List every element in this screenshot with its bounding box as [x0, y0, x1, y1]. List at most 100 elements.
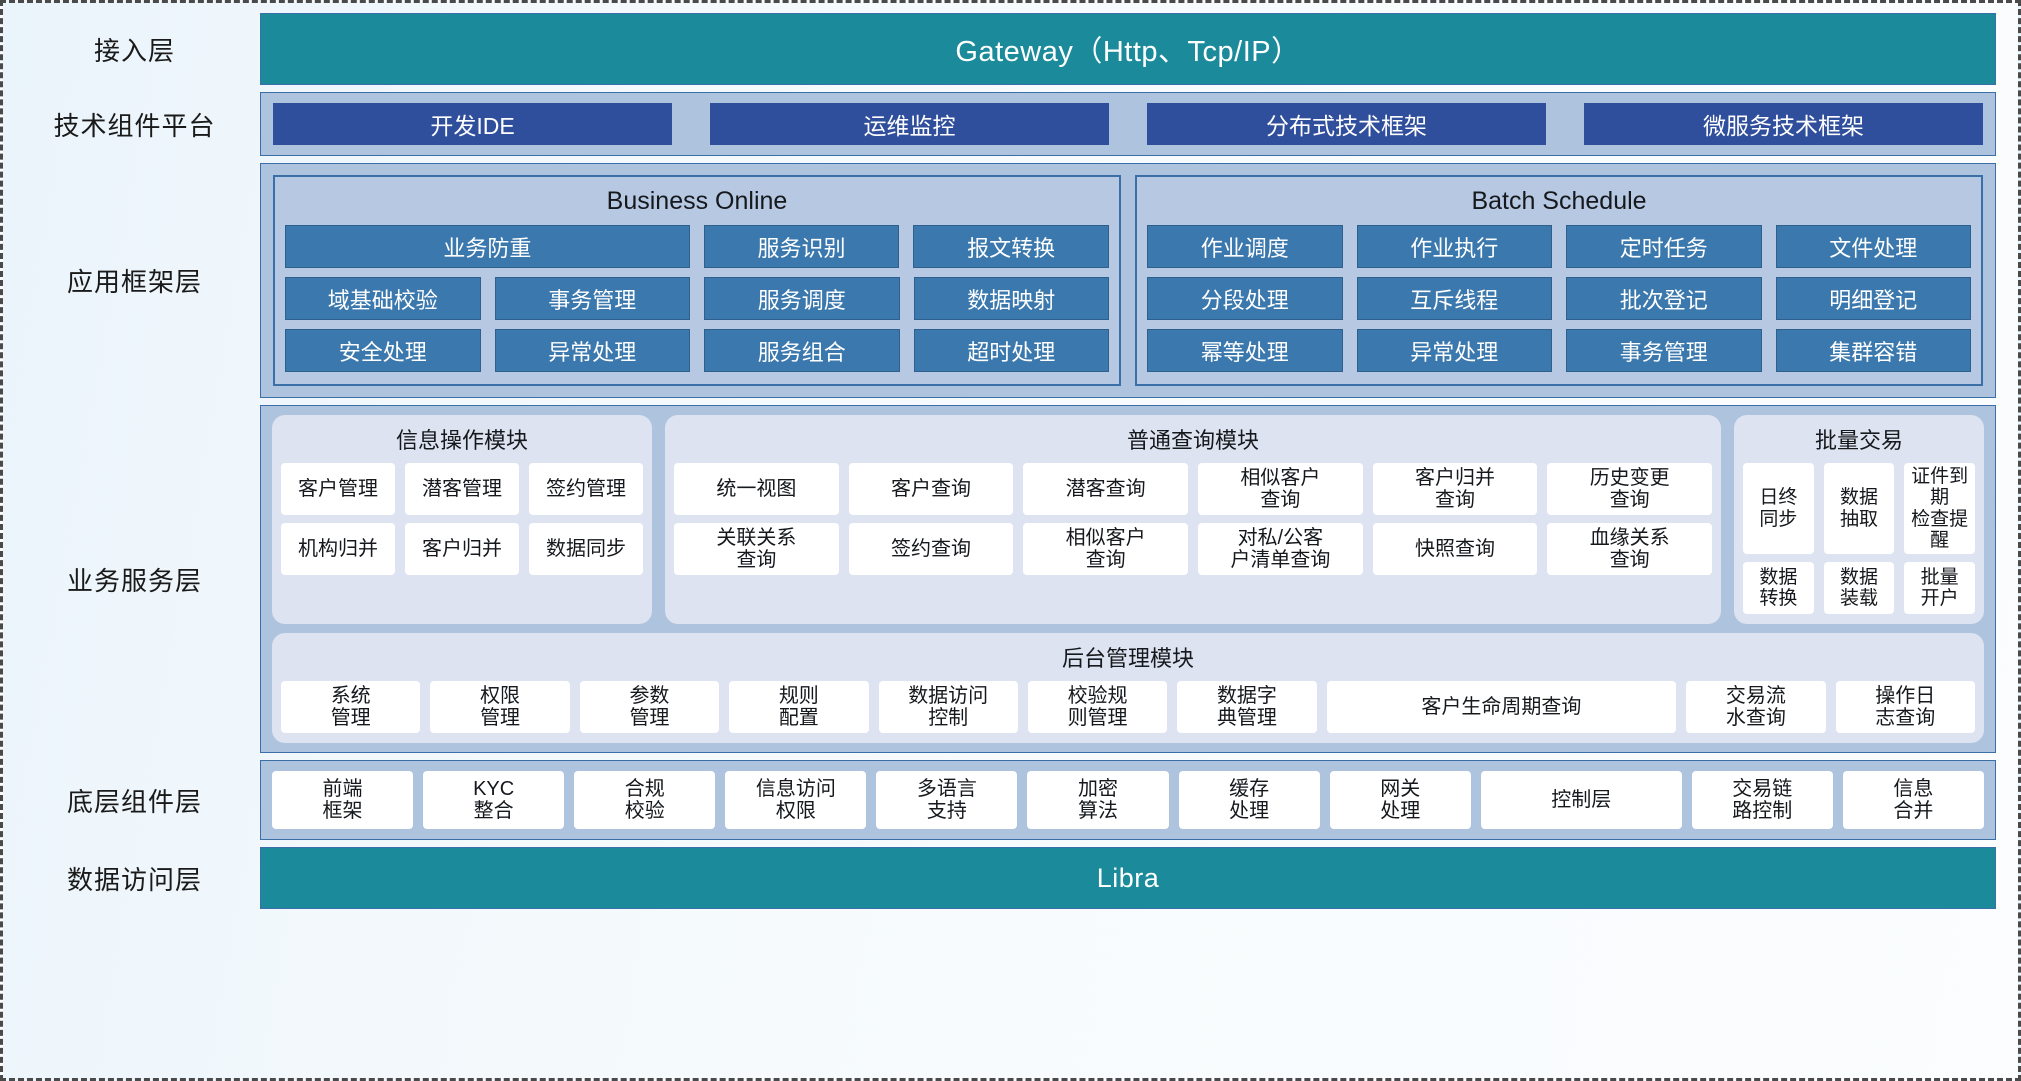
- data-access-body: Libra: [260, 847, 1996, 910]
- cell-validation-rule-mgmt[interactable]: 校验规 则管理: [1027, 681, 1168, 734]
- fw-row: 业务防重 服务识别 报文转换: [285, 225, 1109, 268]
- fw-cell-data-mapping[interactable]: 数据映射: [913, 277, 1109, 320]
- cell-data-dictionary-mgmt[interactable]: 数据字 典管理: [1177, 681, 1317, 734]
- cell-control-layer[interactable]: 控制层: [1480, 771, 1682, 830]
- cell-transaction-chain-control[interactable]: 交易链 路控制: [1691, 771, 1833, 830]
- fw-cell-business-dedup[interactable]: 业务防重: [285, 225, 690, 268]
- cell-batch-account-open[interactable]: 批量 开户: [1904, 562, 1976, 615]
- layer-label-app-framework: 应用框架层: [66, 267, 202, 297]
- cell-operation-log-query[interactable]: 操作日 志查询: [1835, 681, 1975, 734]
- cell-certificate-expiry-reminder[interactable]: 证件到期 检查提醒: [1904, 463, 1976, 555]
- cell-info-merge[interactable]: 信息 合并: [1842, 771, 1984, 830]
- cell-system-mgmt[interactable]: 系统 管理: [281, 681, 421, 734]
- cell-lineage-query[interactable]: 血缘关系 查询: [1547, 523, 1713, 575]
- cell-org-merge[interactable]: 机构归并: [281, 523, 395, 575]
- cell-contract-mgmt[interactable]: 签约管理: [529, 463, 643, 515]
- cell-encryption-algorithm[interactable]: 加密 算法: [1027, 771, 1169, 830]
- panel-business-online: Business Online 业务防重 服务识别 报文转换 域基础校验 事务管…: [273, 175, 1121, 386]
- cell-permission-mgmt[interactable]: 权限 管理: [430, 681, 570, 734]
- layer-row-tech-platform: 技术组件平台 开发IDE 运维监控 分布式技术框架 微服务技术框架: [15, 92, 1996, 156]
- fw-cell-job-execute[interactable]: 作业执行: [1356, 225, 1552, 268]
- fw-cell-transaction-mgmt[interactable]: 事务管理: [494, 277, 690, 320]
- fw-cell-exception-process-batch[interactable]: 异常处理: [1356, 329, 1552, 372]
- fw-row: 域基础校验 事务管理 服务调度 数据映射: [285, 277, 1109, 320]
- fw-cell-batch-register[interactable]: 批次登记: [1566, 277, 1762, 320]
- tech-chip-distributed-framework[interactable]: 分布式技术框架: [1147, 103, 1546, 145]
- business-service-body: 信息操作模块 客户管理 潜客管理 签约管理 机构归并 客户归并 数据同步: [260, 405, 1996, 754]
- cell-prospect-mgmt[interactable]: 潜客管理: [405, 463, 519, 515]
- panel-batch-schedule: Batch Schedule 作业调度 作业执行 定时任务 文件处理 分段处理 …: [1135, 175, 1983, 386]
- layer-label-access: 接入层: [93, 35, 175, 66]
- cell-customer-merge-query[interactable]: 客户归并 查询: [1372, 463, 1538, 515]
- cell-customer-lifecycle-query[interactable]: 客户生命周期查询: [1326, 681, 1677, 734]
- cell-similar-customer-query-2[interactable]: 相似客户 查询: [1023, 523, 1189, 575]
- tech-chip-ops-monitor[interactable]: 运维监控: [710, 103, 1109, 145]
- cell-data-access-control[interactable]: 数据访问 控制: [878, 681, 1018, 734]
- tech-platform-body: 开发IDE 运维监控 分布式技术框架 微服务技术框架: [260, 92, 1996, 156]
- module-row: 机构归并 客户归并 数据同步: [281, 523, 643, 575]
- gateway-bar[interactable]: Gateway（Http、Tcp/IP）: [260, 13, 1996, 85]
- fw-cell-security-process[interactable]: 安全处理: [285, 329, 481, 372]
- fw-row: 安全处理 异常处理 服务组合 超时处理: [285, 329, 1109, 372]
- cell-kyc-integration[interactable]: KYC 整合: [423, 771, 565, 830]
- cell-info-access-permission[interactable]: 信息访问 权限: [725, 771, 867, 830]
- module-title-batch-transaction: 批量交易: [1814, 428, 1903, 453]
- module-row: 关联关系 查询 签约查询 相似客户 查询 对私/公客 户清单查询 快照查询 血缘…: [674, 523, 1713, 575]
- cell-customer-merge[interactable]: 客户归并: [405, 523, 519, 575]
- fw-cell-exception-process-online[interactable]: 异常处理: [494, 329, 690, 372]
- layer-row-business-service: 业务服务层 信息操作模块 客户管理 潜客管理 签约管理: [15, 405, 1996, 754]
- cell-relation-query[interactable]: 关联关系 查询: [674, 523, 839, 575]
- cell-frontend-framework[interactable]: 前端 框架: [272, 771, 414, 830]
- cell-private-public-customer-list-query[interactable]: 对私/公客 户清单查询: [1198, 523, 1363, 575]
- layer-row-app-framework: 应用框架层 Business Online 业务防重 服务识别 报文转换 域基础…: [15, 163, 1996, 398]
- libra-bar[interactable]: Libra: [260, 847, 1996, 910]
- fw-cell-mutex-thread[interactable]: 互斥线程: [1356, 277, 1552, 320]
- fw-cell-job-schedule[interactable]: 作业调度: [1147, 225, 1343, 268]
- cell-gateway-processing[interactable]: 网关 处理: [1329, 771, 1471, 830]
- cell-compliance-check[interactable]: 合规 校验: [574, 771, 716, 830]
- fw-cell-timeout-process[interactable]: 超时处理: [913, 329, 1109, 372]
- cell-data-load[interactable]: 数据 装载: [1823, 562, 1895, 615]
- cell-customer-mgmt[interactable]: 客户管理: [281, 463, 395, 515]
- bottom-components-row: 前端 框架 KYC 整合 合规 校验 信息访问 权限 多语言 支持 加密 算法 …: [272, 771, 1984, 830]
- cell-eod-sync[interactable]: 日终 同步: [1743, 463, 1814, 555]
- fw-cell-service-compose[interactable]: 服务组合: [704, 329, 900, 372]
- tech-chip-microservice-framework[interactable]: 微服务技术框架: [1584, 103, 1983, 145]
- fw-cell-service-identify[interactable]: 服务识别: [703, 225, 900, 268]
- cell-snapshot-query[interactable]: 快照查询: [1372, 523, 1538, 575]
- fw-cell-file-process[interactable]: 文件处理: [1775, 225, 1971, 268]
- fw-cell-service-schedule[interactable]: 服务调度: [704, 277, 900, 320]
- grid-batch-schedule: 作业调度 作业执行 定时任务 文件处理 分段处理 互斥线程 批次登记 明细登记: [1147, 225, 1971, 372]
- tech-chip-ide[interactable]: 开发IDE: [273, 103, 672, 145]
- fw-cell-detail-register[interactable]: 明细登记: [1775, 277, 1971, 320]
- cell-data-sync[interactable]: 数据同步: [529, 523, 643, 575]
- fw-cell-timed-task[interactable]: 定时任务: [1566, 225, 1762, 268]
- cell-contract-query[interactable]: 签约查询: [848, 523, 1014, 575]
- cell-multilingual-support[interactable]: 多语言 支持: [876, 771, 1018, 830]
- cell-prospect-query[interactable]: 潜客查询: [1023, 463, 1189, 515]
- cell-cache-processing[interactable]: 缓存 处理: [1178, 771, 1320, 830]
- fw-cell-transaction-mgmt-batch[interactable]: 事务管理: [1566, 329, 1762, 372]
- fw-cell-message-transform[interactable]: 报文转换: [913, 225, 1109, 268]
- layer-row-bottom-components: 底层组件层 前端 框架 KYC 整合 合规 校验 信息访问 权限 多语言 支持 …: [15, 760, 1996, 841]
- cell-data-extract[interactable]: 数据 抽取: [1823, 463, 1895, 555]
- module-batch-transaction: 批量交易 日终 同步 数据 抽取 证件到期 检查提醒 数据 转换 数据 装载 批…: [1734, 415, 1984, 625]
- module-row: 客户管理 潜客管理 签约管理: [281, 463, 643, 515]
- cell-similar-customer-query[interactable]: 相似客户 查询: [1198, 463, 1363, 515]
- module-grid-info-operation: 客户管理 潜客管理 签约管理 机构归并 客户归并 数据同步: [281, 463, 643, 575]
- module-row: 日终 同步 数据 抽取 证件到期 检查提醒: [1743, 463, 1976, 555]
- cell-customer-query[interactable]: 客户查询: [848, 463, 1014, 515]
- cell-rule-config[interactable]: 规则 配置: [729, 681, 869, 734]
- module-row: 统一视图 客户查询 潜客查询 相似客户 查询 客户归并 查询 历史变更 查询: [674, 463, 1713, 515]
- cell-data-transform[interactable]: 数据 转换: [1743, 562, 1814, 615]
- business-service-modules-row: 信息操作模块 客户管理 潜客管理 签约管理 机构归并 客户归并 数据同步: [272, 415, 1984, 625]
- fw-cell-cluster-fault-tolerance[interactable]: 集群容错: [1775, 329, 1971, 372]
- fw-cell-segment-process[interactable]: 分段处理: [1147, 277, 1343, 320]
- cell-history-change-query[interactable]: 历史变更 查询: [1547, 463, 1713, 515]
- cell-transaction-flow-query[interactable]: 交易流 水查询: [1686, 681, 1826, 734]
- fw-cell-domain-validate[interactable]: 域基础校验: [285, 277, 481, 320]
- layer-row-access: 接入层 Gateway（Http、Tcp/IP）: [15, 13, 1996, 85]
- fw-cell-idempotent-process[interactable]: 幂等处理: [1147, 329, 1343, 372]
- cell-unified-view[interactable]: 统一视图: [674, 463, 839, 515]
- cell-parameter-mgmt[interactable]: 参数 管理: [579, 681, 720, 734]
